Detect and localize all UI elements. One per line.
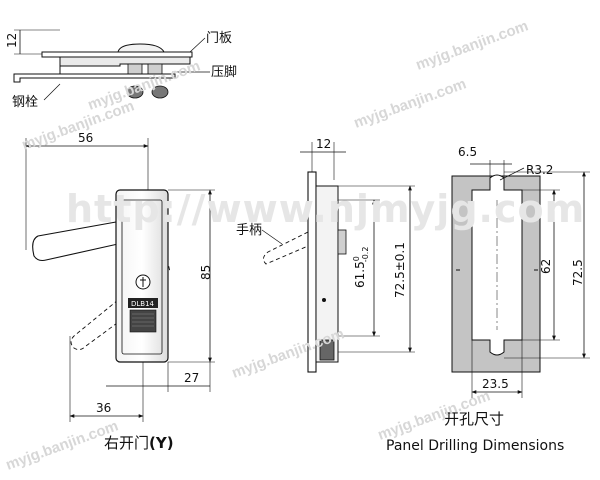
roller-left: [127, 63, 143, 75]
handle-dashed: [70, 299, 125, 351]
cut-dim-top-width: 6.5: [458, 145, 477, 159]
side-dim-thickness: 12: [316, 137, 331, 151]
cut-dim-inner-height: 62: [539, 259, 553, 274]
side-body: [315, 185, 339, 363]
front-dim-height: 85: [199, 265, 213, 280]
front-dim-36: 36: [96, 401, 111, 415]
side-view: 12 手柄 61.50-0.2 72.5±0.1: [236, 137, 415, 373]
label-press-foot: 压脚: [211, 64, 237, 80]
badge-text: DLB14: [131, 300, 155, 308]
door-panel-plate: [41, 51, 193, 58]
label-handle: 手柄: [236, 223, 262, 238]
cut-dim-radius: R3.2: [526, 163, 553, 177]
label-steel-bolt: 钢栓: [12, 95, 38, 110]
cut-dim-width: 23.5: [482, 377, 509, 391]
side-roller: [319, 339, 335, 361]
top-dim-height: 12: [5, 33, 19, 48]
lock-knob-top: [117, 43, 165, 53]
front-dim-width: 56: [78, 131, 93, 145]
front-caption: 右开门(Y): [104, 434, 174, 452]
front-view: 56 DLB14 85 27 36: [25, 131, 215, 452]
top-view: 12 门板 压脚 钢栓: [5, 29, 237, 110]
cutout-caption-cn: 开孔尺寸: [444, 410, 504, 428]
press-foot-left: [126, 85, 144, 99]
cut-dim-outer-height: 72.5: [571, 259, 585, 286]
lock-body: [59, 56, 191, 67]
press-foot-right: [151, 85, 169, 99]
cutout-caption-en: Panel Drilling Dimensions: [386, 438, 564, 454]
label-door-panel: 门板: [206, 31, 232, 46]
watermark-url: http://www.njmyjg.com: [66, 187, 585, 231]
panel-cutout: 6.5 R3.2 62 72.5 23.5 开孔尺寸 Panel Drillin…: [386, 145, 590, 454]
handle-open: [32, 221, 119, 262]
model-badge: [128, 298, 158, 308]
front-dim-27: 27: [184, 371, 199, 385]
side-dim-inner: 61.50-0.2: [352, 247, 370, 288]
side-handle-dashed: [263, 231, 309, 265]
watermark-small-2: myjg.banjin.com: [352, 75, 469, 131]
grip-plate: [129, 309, 157, 333]
watermark-small-5: myjg.banjin.com: [414, 17, 531, 73]
steel-bolt: [13, 73, 176, 83]
side-dim-outer: 72.5±0.1: [393, 242, 407, 298]
